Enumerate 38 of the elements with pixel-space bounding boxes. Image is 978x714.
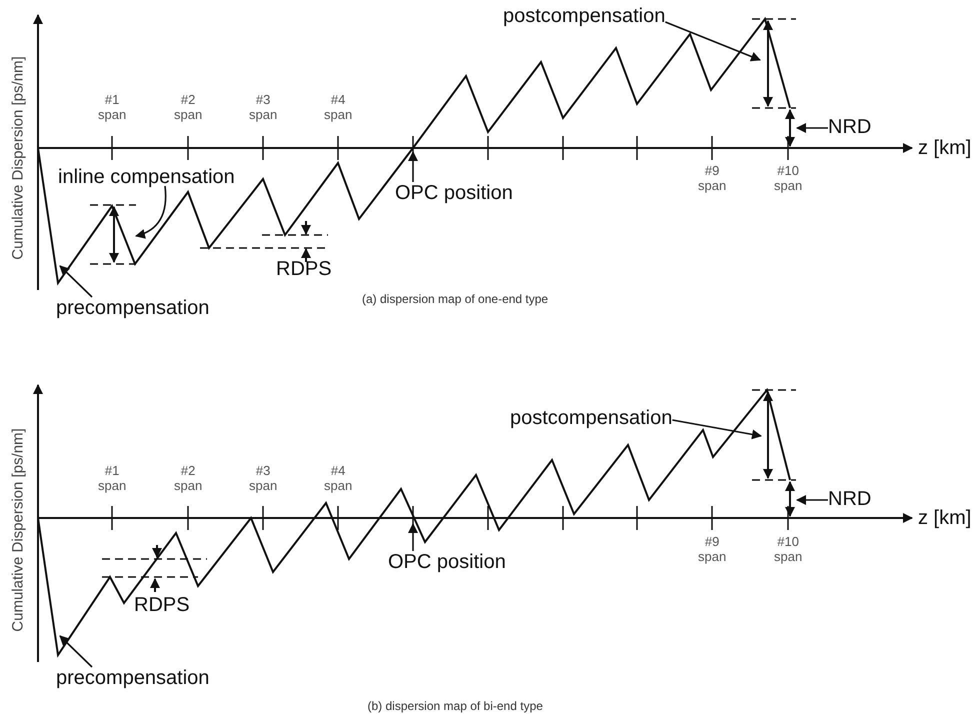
axis-title: Cumulative Dispersion [ps/nm] — [10, 428, 26, 632]
span-label: #2 span — [174, 463, 202, 493]
span-label: #9 span — [698, 534, 726, 564]
leader-arrow — [59, 635, 93, 668]
leader-arrow — [672, 419, 762, 440]
annotation-text: RDPS — [134, 594, 190, 616]
span-label: #4 span — [324, 92, 352, 122]
callout-text: NRD — [828, 116, 872, 138]
span-label: #2 span — [174, 92, 202, 122]
figure-caption: (b) dispersion map of bi-end type — [368, 699, 543, 713]
leader-arrow — [665, 21, 761, 62]
leader-arrow — [408, 151, 418, 182]
figure-caption: (a) dispersion map of one-end type — [362, 292, 548, 306]
leader-arrow — [796, 495, 828, 505]
annotation-text: RDPS — [276, 258, 332, 280]
axis-title: Cumulative Dispersion [ps/nm] — [10, 56, 26, 260]
leader-arrow — [408, 523, 418, 551]
callout-text: OPC position — [395, 182, 513, 204]
span-label: #9 span — [698, 163, 726, 193]
leader-arrow — [135, 186, 166, 238]
leader-arrow — [796, 123, 828, 133]
axis-title: z [km] — [918, 137, 972, 159]
span-label: #4 span — [324, 463, 352, 493]
leader-arrow — [59, 265, 93, 298]
span-label: #10 span — [774, 534, 802, 564]
callout-text: postcompensation — [510, 407, 672, 429]
callout-text: precompensation — [56, 297, 210, 319]
callout-text: postcompensation — [503, 5, 666, 27]
span-label: #1 span — [98, 92, 126, 122]
callout-text: inline compensation — [58, 166, 235, 188]
span-label: #3 span — [249, 463, 278, 493]
span-label: #1 span — [98, 463, 126, 493]
span-label: #3 span — [249, 92, 278, 122]
span-label: #10 span — [774, 163, 802, 193]
callout-text: NRD — [828, 488, 872, 510]
callout-text: OPC position — [388, 551, 506, 573]
axis-title: z [km] — [918, 507, 972, 529]
callout-text: precompensation — [56, 667, 210, 689]
